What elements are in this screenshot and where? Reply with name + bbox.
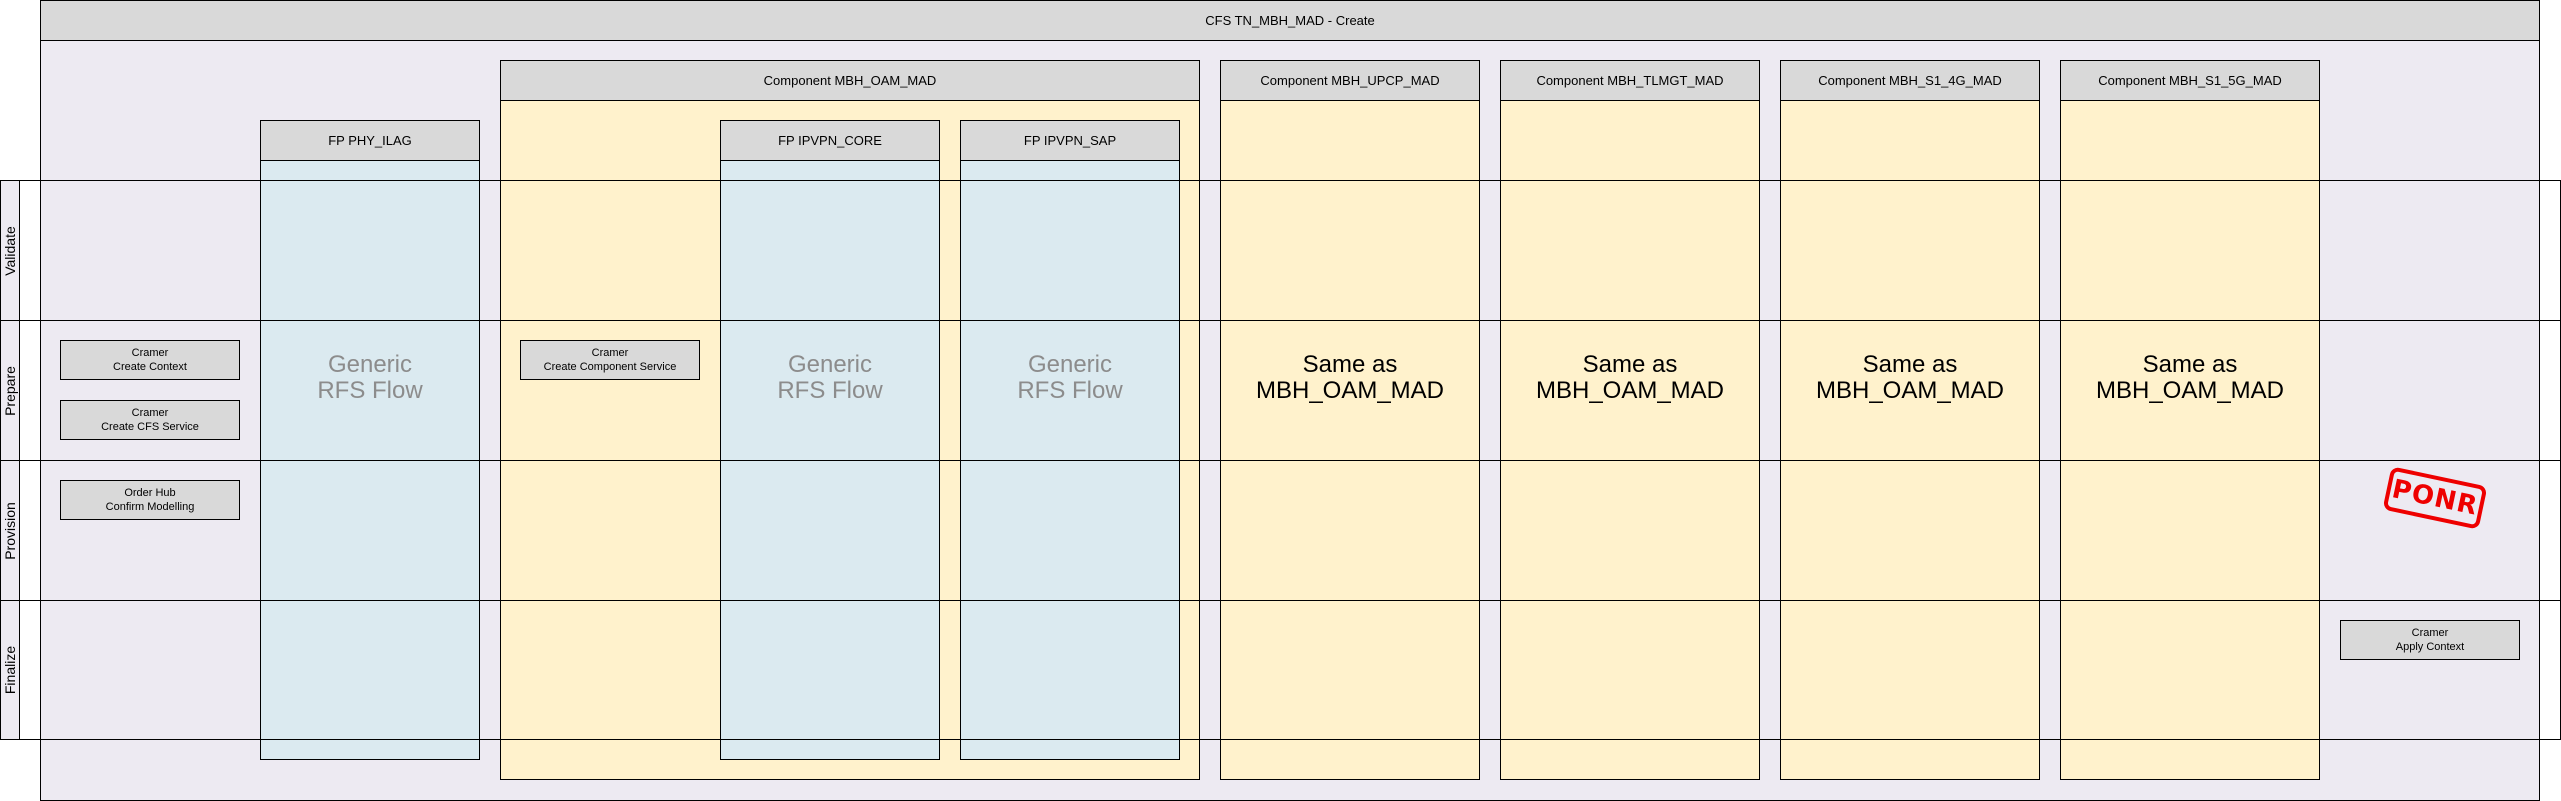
lane-provision: [0, 460, 2561, 601]
lane-provision-text: Provision: [2, 501, 18, 560]
lane-label-finalize: Finalize: [0, 600, 20, 740]
upcp-body: Same as MBH_OAM_MAD: [1255, 351, 1445, 404]
lane-finalize-text: Finalize: [2, 645, 18, 695]
lane-prepare-text: Prepare: [2, 365, 18, 416]
component-title: Component MBH_OAM_MAD: [501, 61, 1199, 101]
task-create-context[interactable]: Cramer Create Context: [60, 340, 240, 380]
component-title: Component MBH_TLMGT_MAD: [1501, 61, 1759, 101]
fp-phy-ilag: FP PHY_ILAG: [260, 120, 480, 760]
fp-title: FP IPVPN_SAP: [961, 121, 1179, 161]
task-confirm-modelling[interactable]: Order Hub Confirm Modelling: [60, 480, 240, 520]
lane-label-validate: Validate: [0, 180, 20, 321]
lane-finalize: [0, 600, 2561, 740]
task-create-cfs-service[interactable]: Cramer Create CFS Service: [60, 400, 240, 440]
lane-validate: [0, 180, 2561, 321]
s1-5g-body: Same as MBH_OAM_MAD: [2095, 351, 2285, 404]
fp-title: FP PHY_ILAG: [261, 121, 479, 161]
component-title: Component MBH_UPCP_MAD: [1221, 61, 1479, 101]
s1-4g-body: Same as MBH_OAM_MAD: [1815, 351, 2005, 404]
task-apply-context[interactable]: Cramer Apply Context: [2340, 620, 2520, 660]
lane-label-prepare: Prepare: [0, 320, 20, 461]
fp-ipvpn-sap: FP IPVPN_SAP: [960, 120, 1180, 760]
fp-phy-body: Generic RFS Flow: [317, 351, 423, 404]
fp-ipvpn-core: FP IPVPN_CORE: [720, 120, 940, 760]
cfs-title: CFS TN_MBH_MAD - Create: [41, 1, 2539, 41]
fp-ipvpn-core-body: Generic RFS Flow: [777, 351, 883, 404]
fp-title: FP IPVPN_CORE: [721, 121, 939, 161]
lane-label-provision: Provision: [0, 460, 20, 601]
component-title: Component MBH_S1_4G_MAD: [1781, 61, 2039, 101]
component-title: Component MBH_S1_5G_MAD: [2061, 61, 2319, 101]
tlmgt-body: Same as MBH_OAM_MAD: [1535, 351, 1725, 404]
task-create-component-service[interactable]: Cramer Create Component Service: [520, 340, 700, 380]
lane-validate-text: Validate: [2, 225, 18, 276]
fp-ipvpn-sap-body: Generic RFS Flow: [1017, 351, 1123, 404]
